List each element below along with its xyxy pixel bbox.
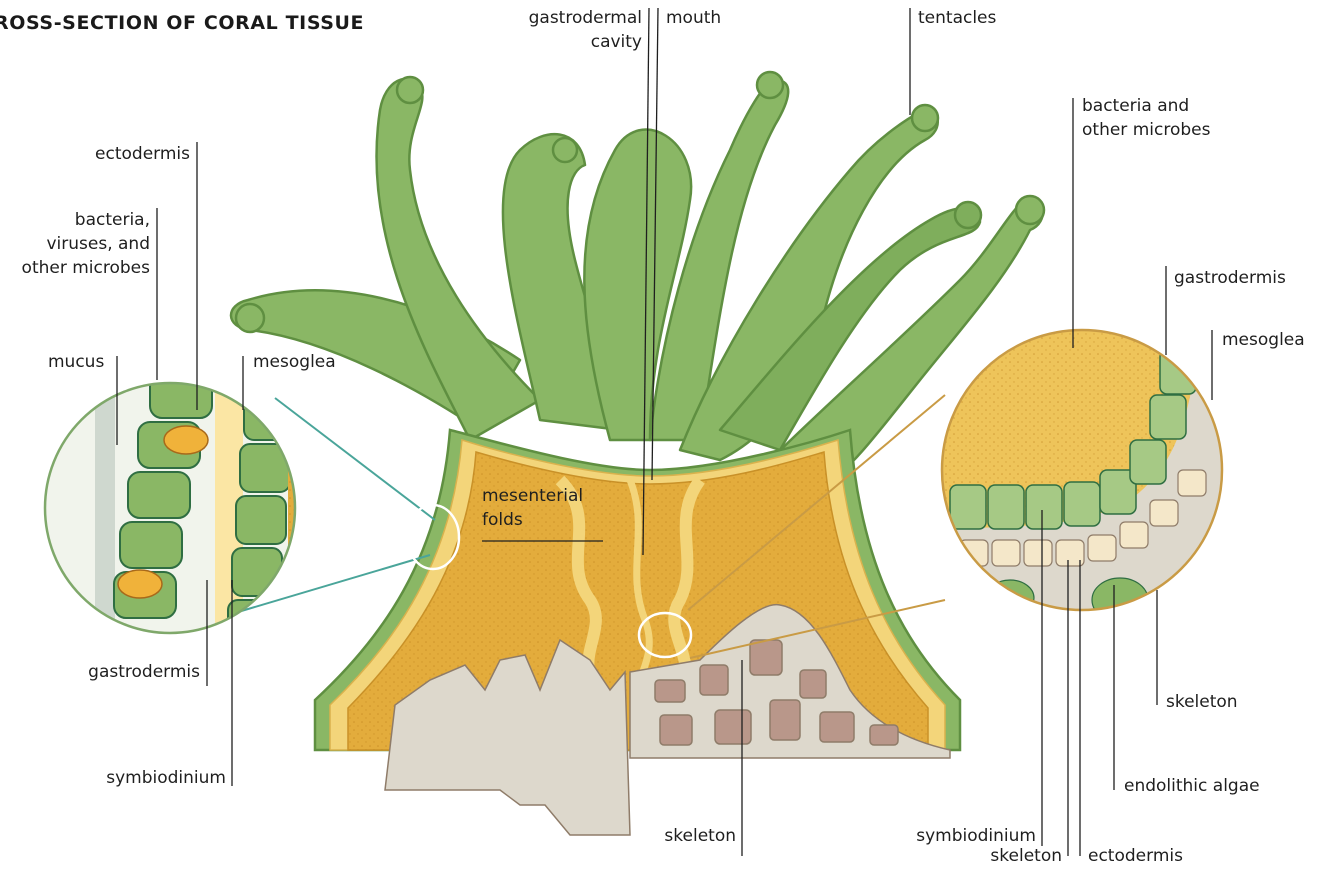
label-mouth: mouth: [666, 6, 721, 30]
label-gastrodermal-cavity: gastrodermal cavity: [518, 6, 642, 54]
label-ectodermis-bottom: ectodermis: [1088, 844, 1183, 868]
label-skeleton-center: skeleton: [640, 824, 736, 848]
tentacles-group: [231, 72, 1044, 490]
label-tentacles: tentacles: [918, 6, 996, 30]
label-skeleton-bottom: skeleton: [960, 844, 1062, 868]
label-bacteria-microbes-right: bacteria and other microbes: [1082, 94, 1210, 142]
diagram-title: ROSS-SECTION OF CORAL TISSUE: [0, 12, 364, 34]
label-gastrodermis-left: gastrodermis: [60, 660, 200, 684]
label-bacteria-viruses-microbes: bacteria, viruses, and other microbes: [0, 208, 150, 280]
label-mesoglea-left: mesoglea: [253, 350, 336, 374]
label-ectodermis-left: ectodermis: [70, 142, 190, 166]
label-endolithic-algae: endolithic algae: [1124, 774, 1260, 798]
label-mesoglea-right: mesoglea: [1222, 328, 1305, 352]
label-skeleton-right: skeleton: [1166, 690, 1238, 714]
label-gastrodermis-right: gastrodermis: [1174, 266, 1286, 290]
label-mesenterial-folds: mesenterial folds: [482, 484, 583, 532]
label-symbiodinium-left: symbiodinium: [80, 766, 226, 790]
label-mucus: mucus: [48, 350, 104, 374]
